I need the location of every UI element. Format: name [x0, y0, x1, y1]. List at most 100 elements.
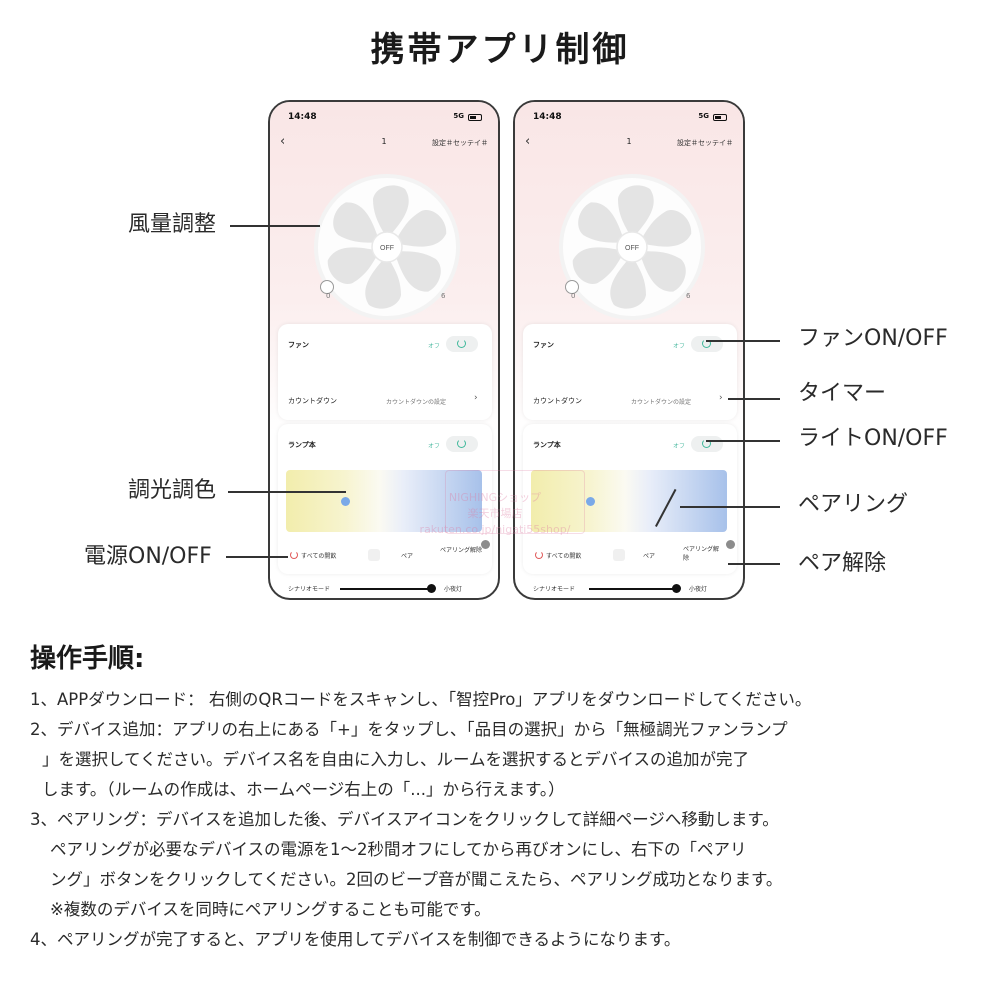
- fan-label: ファン: [533, 341, 554, 349]
- fan-toggle[interactable]: [691, 336, 723, 352]
- bulb-icon: [613, 549, 625, 561]
- pair-button[interactable]: ペア: [401, 553, 414, 560]
- fan-state: オフ: [428, 343, 441, 350]
- fan-card: ファン オフ カウントダウン カウントダウンの設定 ›: [278, 324, 492, 420]
- countdown-value[interactable]: カウントダウンの設定: [631, 399, 692, 406]
- section-title: 操作手順:: [30, 644, 145, 674]
- dial-min-handle[interactable]: [565, 280, 579, 294]
- network-indicator: 5G: [698, 112, 709, 120]
- phone-screen-left: 14:48 5G ‹ 1 設定＃セッテイ＃ OFF 0 6 ファン オフ カウン…: [268, 100, 500, 600]
- dial-min-label: 0: [571, 292, 576, 300]
- instruction-line: 1、APPダウンロード： 右側のQRコードをスキャンし、「智控Pro」アプリをダ…: [30, 690, 812, 709]
- bulb-icon: [368, 549, 380, 561]
- power-icon: [457, 339, 466, 348]
- lamp-toggle[interactable]: [446, 436, 478, 452]
- scene-slider-handle[interactable]: [672, 584, 681, 593]
- unpair-button[interactable]: ペアリング解 除: [683, 545, 719, 563]
- pair-button[interactable]: ペア: [643, 553, 656, 560]
- lamp-state: オフ: [428, 443, 441, 450]
- status-time: 14:48: [533, 112, 562, 122]
- lamp-toggle[interactable]: [691, 436, 723, 452]
- indicator-dot: [726, 540, 735, 549]
- watermark-line: 楽天市場店: [467, 507, 523, 520]
- unpair-label-line1: ペアリング解: [683, 546, 720, 553]
- callout-unpair: ペア解除: [798, 551, 887, 576]
- scene-slider-handle[interactable]: [427, 584, 436, 593]
- fan-toggle[interactable]: [446, 336, 478, 352]
- callout-line-timer: [728, 398, 780, 400]
- lamp-state: オフ: [673, 443, 686, 450]
- instruction-line: ング」ボタンをクリックしてください。2回のビープ音が聞こえたら、ペアリング成功と…: [50, 870, 783, 889]
- power-icon: [702, 339, 711, 348]
- power-icon: [457, 439, 466, 448]
- lamp-card: ランプ本 オフ すべての開飲 ペア ペアリング解 除: [523, 424, 737, 574]
- instruction-line: 2、デバイス追加：アプリの右上にある「+」をタップし、「品目の選択」から「無極調…: [30, 720, 788, 739]
- countdown-label: カウントダウン: [533, 397, 582, 405]
- scene-night-light[interactable]: 小夜灯: [444, 586, 463, 593]
- settings-link[interactable]: 設定＃セッテイ＃: [677, 139, 733, 147]
- dial-max-label: 6: [441, 292, 446, 300]
- callout-dimming: 調光調色: [128, 478, 217, 503]
- dial-min-label: 0: [326, 292, 331, 300]
- color-thumb[interactable]: [341, 497, 350, 506]
- callout-line-pairing: [680, 506, 780, 508]
- instruction-list: 1、APPダウンロード： 右側のQRコードをスキャンし、「智控Pro」アプリをダ…: [30, 685, 990, 955]
- dial-max-label: 6: [686, 292, 691, 300]
- callout-line-power: [226, 556, 288, 558]
- watermark-line: rakuten.co.jp/nigati55shop/: [419, 523, 571, 536]
- fan-state: オフ: [673, 343, 686, 350]
- callout-power: 電源ON/OFF: [84, 544, 212, 569]
- battery-icon: [468, 114, 482, 121]
- callout-line-dimming: [228, 491, 346, 493]
- color-thumb[interactable]: [586, 497, 595, 506]
- chevron-right-icon[interactable]: ›: [474, 393, 478, 403]
- callout-line-fan-onoff: [706, 340, 780, 342]
- all-switch-button[interactable]: すべての開飲: [546, 553, 582, 560]
- settings-link[interactable]: 設定＃セッテイ＃: [432, 139, 488, 147]
- fan-label: ファン: [288, 341, 309, 349]
- power-all-icon[interactable]: [290, 551, 298, 559]
- indicator-dot: [481, 540, 490, 549]
- back-icon[interactable]: ‹: [525, 134, 531, 149]
- status-time: 14:48: [288, 112, 317, 122]
- countdown-value[interactable]: カウントダウンの設定: [386, 399, 447, 406]
- instruction-line: 3、ペアリング：デバイスを追加した後、デバイスアイコンをクリックして詳細ページへ…: [30, 810, 779, 829]
- callout-timer: タイマー: [798, 381, 887, 406]
- dial-min-handle[interactable]: [320, 280, 334, 294]
- scene-slider-bar[interactable]: [340, 588, 428, 590]
- lamp-label: ランプ本: [533, 441, 561, 449]
- color-temperature-panel[interactable]: [531, 470, 727, 532]
- power-all-icon[interactable]: [535, 551, 543, 559]
- instruction-line: 」を選択してください。デバイス名を自由に入力し、ルームを選択するとデバイスの追加…: [42, 750, 750, 769]
- watermark-line: NIGHINGショップ: [448, 491, 542, 504]
- fan-icon[interactable]: OFF: [321, 181, 453, 313]
- power-icon: [702, 439, 711, 448]
- scene-night-light[interactable]: 小夜灯: [689, 586, 708, 593]
- instruction-line: ※複数のデバイスを同時にペアリングすることも可能です。: [50, 900, 491, 919]
- lamp-card: ランプ本 オフ すべての開飲 ペア ペアリング解除: [278, 424, 492, 574]
- chevron-right-icon[interactable]: ›: [719, 393, 723, 403]
- scene-mode-label[interactable]: シナリオモード: [288, 586, 331, 593]
- instruction-line: ペアリングが必要なデバイスの電源を1～2秒間オフにしてから再びオンにし、右下の「…: [50, 840, 747, 859]
- back-icon[interactable]: ‹: [280, 134, 286, 149]
- callout-line-unpair: [728, 563, 780, 565]
- color-temperature-panel[interactable]: [286, 470, 482, 532]
- battery-icon: [713, 114, 727, 121]
- callout-pairing: ペアリング: [798, 492, 909, 517]
- watermark-frame: [445, 470, 585, 534]
- phone-screen-right: 14:48 5G ‹ 1 設定＃セッテイ＃ OFF 0 6 ファン オフ カウン…: [513, 100, 745, 600]
- device-title: 1: [381, 137, 387, 146]
- scene-slider-bar[interactable]: [589, 588, 673, 590]
- instruction-line: 4、ペアリングが完了すると、アプリを使用してデバイスを制御できるようになります。: [30, 930, 681, 949]
- callout-wind: 風量調整: [128, 212, 217, 237]
- unpair-button[interactable]: ペアリング解除: [440, 547, 483, 554]
- fan-center-label: OFF: [380, 245, 394, 252]
- callout-light-onoff: ライトON/OFF: [798, 426, 948, 451]
- all-switch-button[interactable]: すべての開飲: [301, 553, 337, 560]
- fan-card: ファン オフ カウントダウン カウントダウンの設定 ›: [523, 324, 737, 420]
- network-indicator: 5G: [453, 112, 464, 120]
- scene-mode-label[interactable]: シナリオモード: [533, 586, 576, 593]
- fan-icon[interactable]: OFF: [566, 181, 698, 313]
- callout-line-wind: [230, 225, 320, 227]
- page-title: 携帯アプリ制御: [370, 30, 630, 70]
